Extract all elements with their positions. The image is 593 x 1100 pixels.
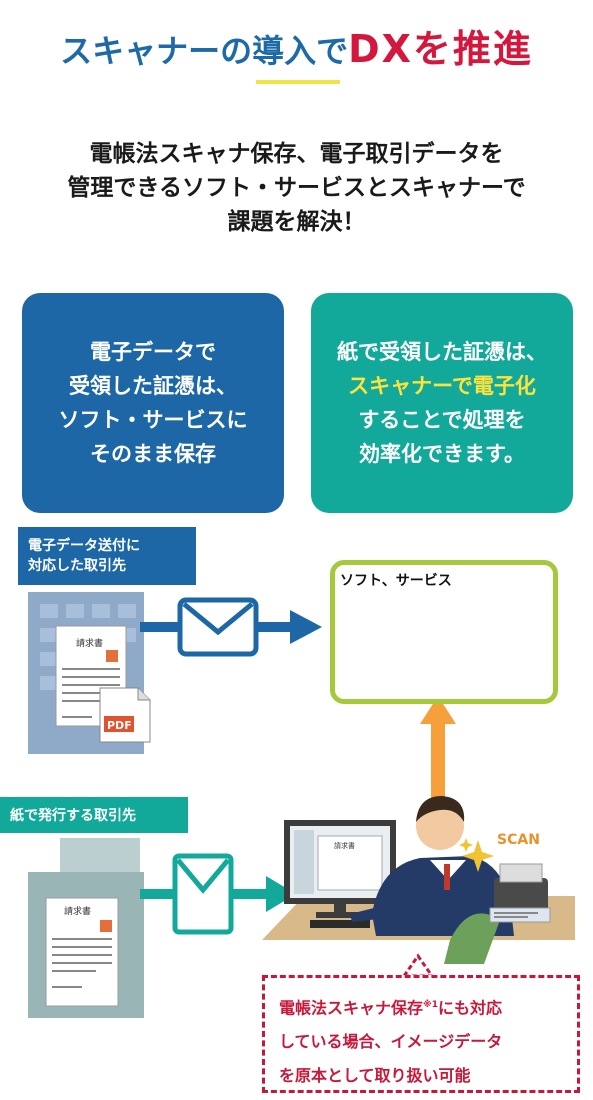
card-line: 電子データで xyxy=(90,340,216,364)
envelope-icon xyxy=(177,597,259,657)
card-highlight-a: スキャナーで xyxy=(348,374,473,398)
intro-line: 電帳法スキャナ保存、電子取引データを xyxy=(89,141,504,167)
sparkle-icon xyxy=(459,838,494,872)
note-pointer xyxy=(401,953,435,978)
intro-line: 課題を解決！ xyxy=(227,209,366,235)
tag-electronic-partner: 電子データ送付に 対応した取引先 xyxy=(18,527,196,585)
card-paper: 紙で受領した証憑は、 スキャナーで電子化 することで処理を 効率化できます。 xyxy=(311,293,573,513)
card-line: 紙で受領した証憑は、 xyxy=(337,340,547,364)
note-line-1: 電帳法スキャナ保存※1にも対応 xyxy=(279,988,571,1025)
card-line: することで処理を xyxy=(358,408,526,432)
intro-line: 管理できるソフト・サービスとスキャナーで xyxy=(67,175,526,201)
system-label: ソフト、サービス xyxy=(340,573,452,589)
note-box: 電帳法スキャナ保存※1にも対応 している場合、イメージデータ を原本として取り扱… xyxy=(262,975,580,1093)
arrow-upload xyxy=(420,696,456,812)
note-line-3: を原本として取り扱い可能 xyxy=(279,1066,471,1086)
title-part2: DXを推進 xyxy=(348,27,533,71)
card-line: 効率化できます。 xyxy=(359,442,525,466)
card-line: そのまま保存 xyxy=(90,442,216,466)
pdf-label: PDF xyxy=(107,719,132,732)
card-electronic: 電子データで 受領した証憑は、 ソフト・サービスに そのまま保存 xyxy=(22,293,284,513)
card-highlight-line: スキャナーで電子化 xyxy=(348,369,536,403)
tag-paper-partner: 紙で発行する取引先 xyxy=(0,797,188,833)
card-line: ソフト・サービスに xyxy=(58,408,248,432)
person-illustration xyxy=(350,796,514,964)
note-line-2: している場合、イメージデータ xyxy=(279,1032,503,1052)
note-part2: にも対応 xyxy=(438,998,503,1018)
intro-text: 電帳法スキャナ保存、電子取引データを 管理できるソフト・サービスとスキャナーで … xyxy=(30,137,563,239)
title-part1: スキャナーの導入で xyxy=(60,32,349,70)
pdf-icon: PDF xyxy=(99,687,151,743)
tag-line: 電子データ送付に xyxy=(28,538,140,554)
svg-text:請求書: 請求書 xyxy=(334,841,355,850)
card-line: 受領した証憑は、 xyxy=(69,374,237,398)
title-underline xyxy=(256,80,340,84)
invoice-document-paper: 請求書 xyxy=(45,897,119,1007)
scan-label: SCAN xyxy=(497,832,540,848)
page-title: スキャナーの導入でDXを推進 xyxy=(0,18,593,73)
invoice-label: 請求書 xyxy=(76,637,103,649)
svg-text:請求書: 請求書 xyxy=(64,905,91,917)
monitor-icon: 請求書 xyxy=(284,820,396,928)
card-highlight-b: 電子化 xyxy=(472,374,536,398)
software-service-frame xyxy=(330,560,558,704)
scanner-icon xyxy=(489,863,551,923)
envelope-paper-icon xyxy=(172,853,234,935)
footnote-marker: ※1 xyxy=(423,1000,439,1010)
tag-line: 対応した取引先 xyxy=(28,558,126,574)
note-part1: 電帳法スキャナ保存 xyxy=(279,998,424,1018)
